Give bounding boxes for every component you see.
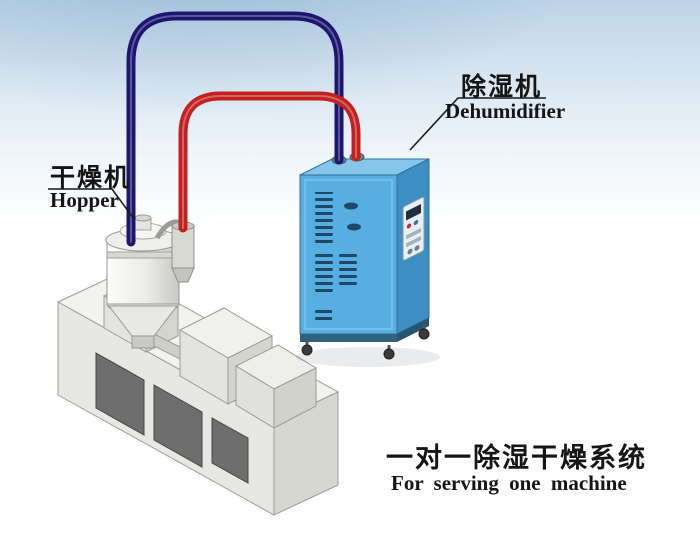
caster-wheel-2 (383, 348, 395, 360)
panel-slot-1 (406, 228, 421, 240)
panel-slot-2 (406, 236, 421, 248)
leader-line-hopper (48, 188, 135, 220)
dehumidifier-label-english: Dehumidifier (445, 99, 566, 123)
hopper-neck (131, 335, 155, 349)
machine-panel-door-2 (153, 384, 203, 468)
return-air-pipe-red (178, 91, 361, 233)
extruder-machine (56, 271, 340, 516)
panel-display (406, 204, 421, 221)
panel-led-blue (413, 220, 419, 225)
vent-grille-4 (312, 306, 332, 320)
dehumidifier-base-side (397, 318, 429, 342)
caster-wheel-1 (301, 344, 313, 356)
indicator-knob-2 (347, 223, 361, 231)
dehumidifier-base-front (300, 334, 397, 342)
loader-cone (171, 267, 195, 283)
caster-stem-2 (387, 345, 391, 351)
leader-line-dehumidifier (409, 97, 546, 151)
vent-grille-2 (312, 254, 336, 296)
dry-air-pipe-highlight (130, 15, 340, 243)
machine-base-right-face (273, 391, 339, 516)
caption-chinese: 一对一除湿干燥系统 (386, 443, 647, 473)
hopper-cap-top (134, 214, 152, 222)
dehumidifier-label-chinese: 除湿机 (461, 74, 543, 101)
dry-air-pipe-navy (126, 11, 344, 247)
caption-english: For serving one machine (391, 471, 627, 495)
hopper-clamp-band (106, 251, 180, 259)
hopper-label-english: Hopper (50, 188, 119, 212)
dehumidifier-unit (296, 152, 440, 367)
caster-stem-1 (305, 341, 309, 347)
caster-stem-3 (422, 325, 426, 331)
dehumidifier-shadow (296, 347, 440, 367)
air-pipes (126, 11, 361, 247)
machine-panel-door-3 (211, 417, 249, 484)
vent-grille-1 (312, 192, 336, 244)
indicator-knob-1 (344, 202, 358, 210)
hopper-label-chinese: 干燥机 (50, 165, 132, 192)
machine-panel-door-1 (95, 352, 145, 436)
return-air-pipe-highlight (182, 95, 357, 229)
vent-grille-3 (336, 254, 360, 288)
panel-led-red (406, 223, 412, 229)
leader-lines (48, 97, 546, 220)
motor-box-right-face (273, 367, 317, 429)
dehumidifier-front-frame (304, 179, 393, 330)
panel-button-2 (414, 245, 420, 251)
caster-wheel-3 (418, 328, 430, 340)
control-panel (402, 196, 425, 261)
panel-button-1 (407, 248, 413, 255)
hopper-dryer (105, 214, 195, 349)
